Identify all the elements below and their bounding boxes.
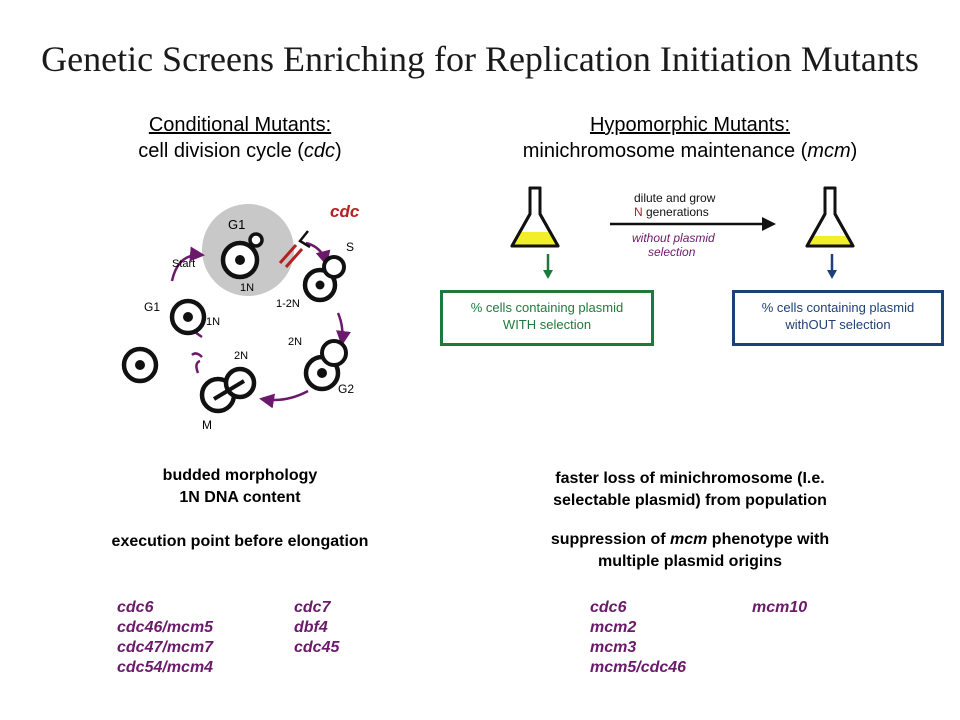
left-heading-line1: Conditional Mutants: [148, 114, 332, 136]
gene-item: dbf4 [294, 619, 328, 636]
left-phenotype: budded morphology 1N DNA content [162, 467, 318, 506]
n12-label: 1-2N [276, 298, 300, 310]
flask-right [805, 186, 855, 248]
split-arrow-bottom [195, 359, 201, 374]
right-heading-line2: minichromosome maintenance (mcm) [522, 140, 858, 162]
box-without-selection: % cells containing plasmid withOUT selec… [732, 290, 944, 346]
s-label: S [346, 240, 354, 254]
box-with-selection: % cells containing plasmid WITH selectio… [440, 290, 654, 346]
arrow-label-line3: without plasmid [632, 231, 715, 245]
arrow-to-g2 [336, 312, 351, 346]
g1-left-label: G1 [144, 300, 160, 314]
right-genes-col2: mcm10 [752, 598, 807, 618]
cell-cycle-diagram: cdc G1 Start 1N S 1-2N G1 1N 2N G2 2N M [121, 202, 360, 432]
gene-item: cdc47/mcm7 [117, 639, 214, 656]
arrow-to-m [259, 389, 309, 409]
split-arrow-top [191, 352, 203, 358]
right-heading-line1: Hypomorphic Mutants: [589, 114, 791, 136]
arrow-label-line2: N generations [634, 205, 709, 219]
gene-item: cdc45 [294, 639, 340, 656]
cdc-block-mark1 [278, 244, 298, 264]
plasmid-loss-diagram: dilute and grow N generations without pl… [510, 186, 855, 279]
g1-top-label: G1 [228, 217, 245, 232]
left-heading: Conditional Mutants: cell division cycle… [80, 112, 400, 164]
right-suppression: suppression of mcm phenotype with multip… [550, 531, 830, 570]
gene-item: mcm10 [752, 599, 808, 616]
right-phenotype: faster loss of minichromosome (I.e. sele… [553, 470, 827, 509]
left-genes-col2: cdc7 dbf4 cdc45 [294, 598, 339, 658]
gene-item: mcm3 [590, 639, 637, 656]
n1-top-label: 1N [240, 282, 254, 294]
gene-item: cdc6 [590, 599, 627, 616]
gene-item: mcm5/cdc46 [590, 659, 687, 676]
cell-g2-bud [320, 339, 348, 367]
gene-item: cdc46/mcm5 [117, 619, 214, 636]
gene-item: mcm2 [590, 619, 637, 636]
left-genes-col1: cdc6 cdc46/mcm5 cdc47/mcm7 cdc54/mcm4 [117, 598, 213, 678]
m-label: M [202, 418, 212, 432]
n2-right-label: 2N [288, 336, 302, 348]
g2-label: G2 [338, 382, 354, 396]
cell-s-bud [322, 255, 346, 279]
left-heading-line2: cell division cycle (cdc) [138, 140, 342, 162]
n2-bottom-label: 2N [234, 350, 248, 362]
cdc-label: cdc [330, 202, 360, 221]
flask-left [510, 186, 560, 248]
arrow-label-line1: dilute and grow [634, 191, 716, 205]
right-genes-col1: cdc6 mcm2 mcm3 mcm5/cdc46 [590, 598, 686, 678]
gene-item: cdc7 [294, 599, 331, 616]
arrow-g1-to-start [170, 246, 205, 282]
n1-left-label: 1N [206, 316, 220, 328]
left-execution-point: execution point before elongation [111, 533, 369, 550]
arrow-label-line4: selection [648, 245, 696, 259]
gene-item: cdc54/mcm4 [117, 659, 214, 676]
gene-item: cdc6 [117, 599, 154, 616]
start-label: Start [172, 258, 195, 270]
cdc-block-arrow [298, 230, 311, 249]
cdc-block-mark2 [284, 248, 304, 268]
right-heading: Hypomorphic Mutants: minichromosome main… [470, 112, 910, 164]
slide-title: Genetic Screens Enriching for Replicatio… [41, 39, 919, 79]
cell-g1-bud [248, 232, 264, 248]
